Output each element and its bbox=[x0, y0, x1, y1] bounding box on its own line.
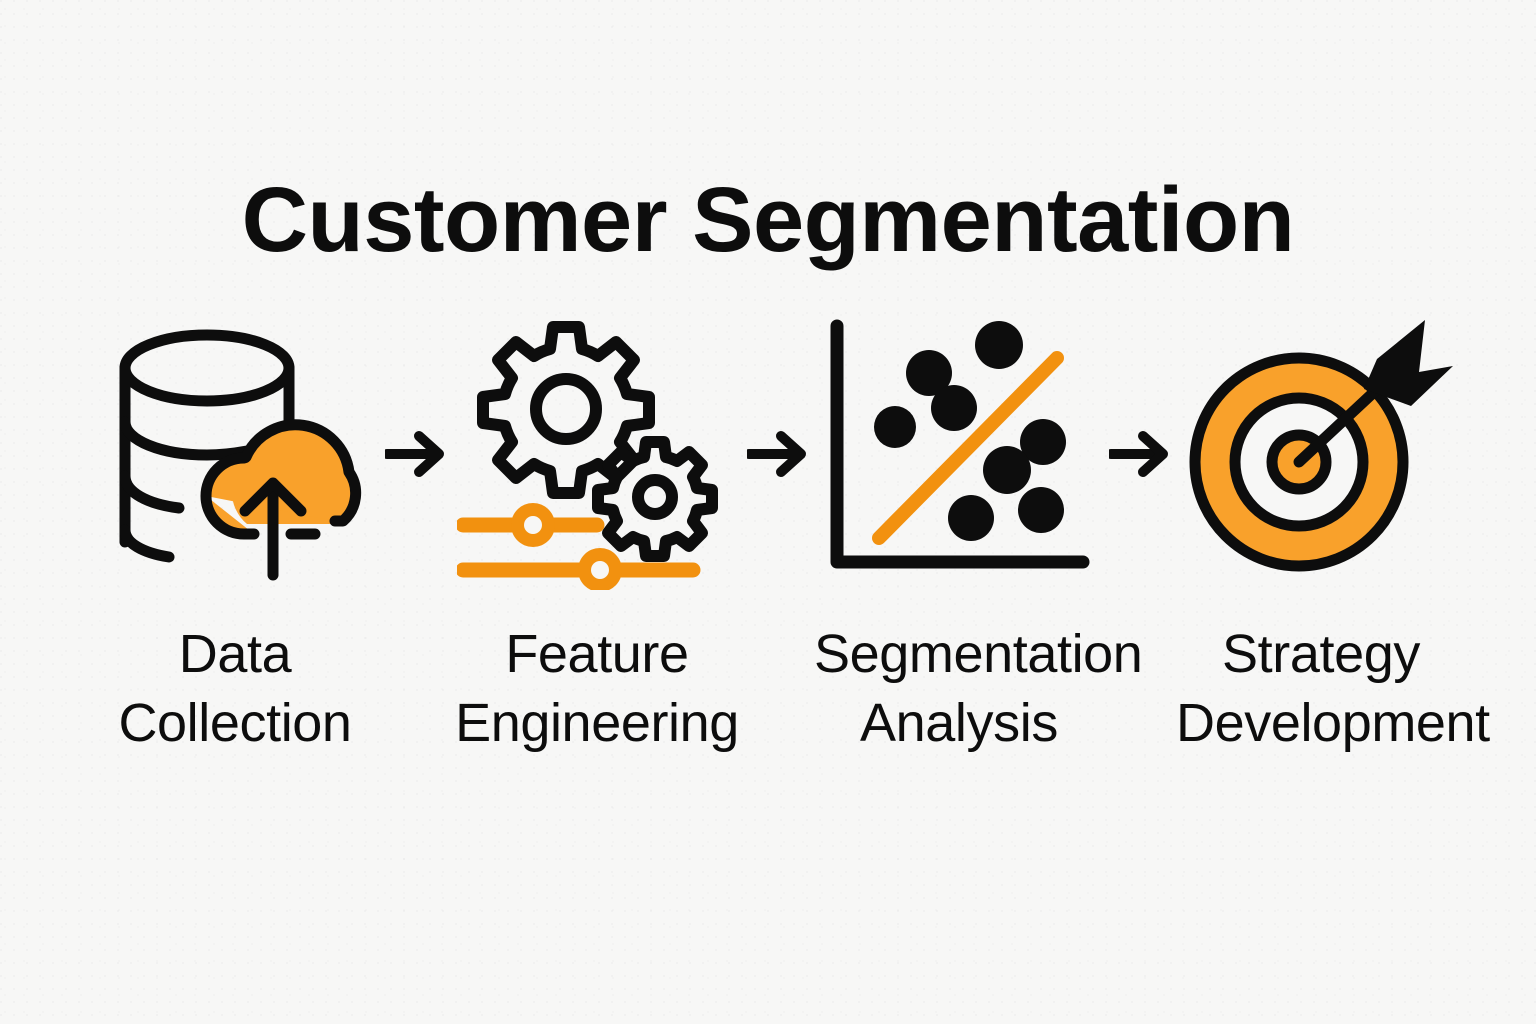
arrow-shaft-icon bbox=[1293, 320, 1453, 468]
step-label-line-1: Feature bbox=[505, 624, 689, 684]
step-label-line-2: Engineering bbox=[455, 693, 739, 754]
step-label-strategy-development: Strategy Development bbox=[1176, 620, 1490, 758]
cloud-upload-icon bbox=[200, 419, 362, 581]
step-label-line-2: Analysis bbox=[860, 693, 1058, 754]
step-icon-data-collection[interactable] bbox=[90, 305, 380, 595]
connector-arrow-2 bbox=[742, 418, 814, 490]
scatter-points bbox=[874, 321, 1066, 541]
pipeline-label-row: Data Collection Feature Engineering Segm… bbox=[90, 620, 1490, 780]
step-icon-feature-engineering[interactable] bbox=[452, 305, 742, 595]
arrow-right-icon bbox=[747, 431, 806, 477]
step-label-line-1: Segmentation bbox=[814, 624, 1143, 684]
step-label-line-2: Development bbox=[1176, 693, 1490, 754]
step-label-data-collection: Data Collection bbox=[90, 620, 380, 758]
step-label-line-2: Collection bbox=[118, 693, 352, 754]
gear-small-icon bbox=[592, 436, 718, 562]
trend-line bbox=[872, 351, 1064, 545]
slider-control-top bbox=[457, 503, 605, 547]
chart-axes-icon bbox=[830, 319, 1090, 569]
step-icon-strategy-development[interactable] bbox=[1176, 305, 1466, 595]
connector-arrow-1 bbox=[380, 418, 452, 490]
step-label-line-1: Data bbox=[178, 624, 292, 684]
page-title: Customer Segmentation bbox=[241, 168, 1295, 271]
arrow-right-icon bbox=[1109, 431, 1168, 477]
step-icon-segmentation-analysis[interactable] bbox=[814, 305, 1104, 595]
slider-control-bottom bbox=[457, 548, 701, 590]
arrow-fletching-icon bbox=[1364, 320, 1453, 406]
pipeline-icon-row bbox=[90, 300, 1460, 600]
gear-large-icon bbox=[477, 321, 655, 499]
step-label-line-1: Strategy bbox=[1222, 624, 1420, 684]
step-label-feature-engineering: Feature Engineering bbox=[452, 620, 742, 758]
connector-arrow-3 bbox=[1104, 418, 1176, 490]
arrow-right-icon bbox=[385, 431, 444, 477]
step-label-segmentation-analysis: Segmentation Analysis bbox=[814, 620, 1143, 758]
